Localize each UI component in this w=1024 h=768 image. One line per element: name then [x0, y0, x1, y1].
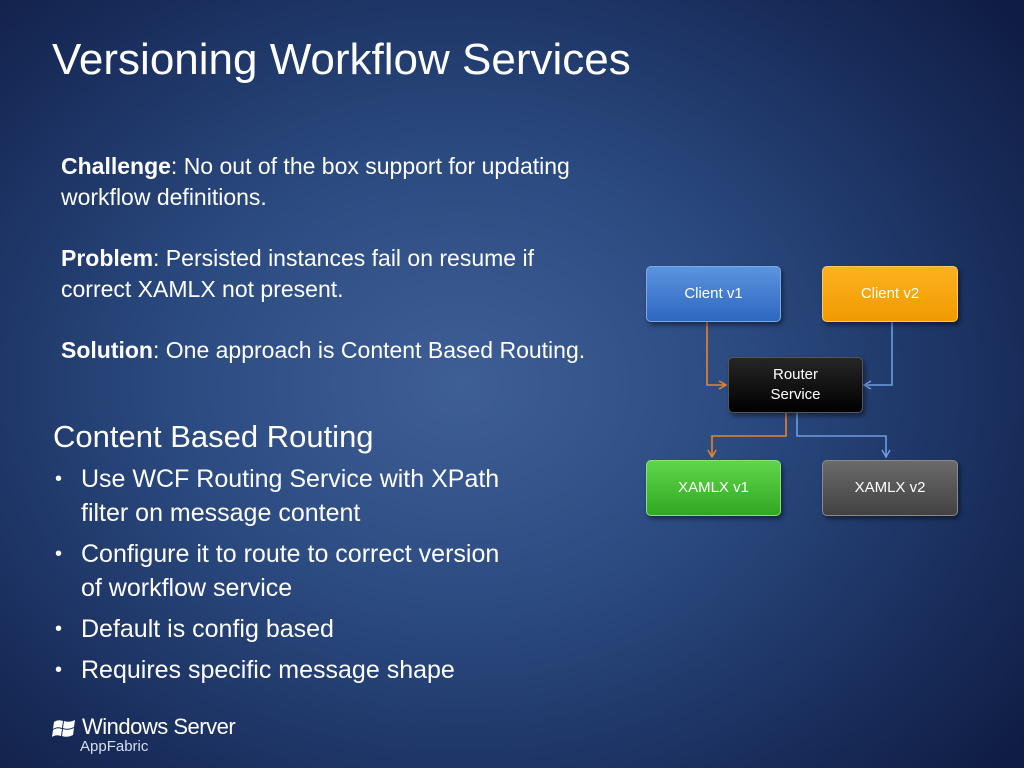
client-v1-label: Client v1	[684, 285, 743, 302]
xamlx-v2-label: XAMLX v2	[854, 479, 926, 496]
xamlx-v1-box: XAMLX v1	[646, 460, 781, 516]
client-v2-box: Client v2	[822, 266, 958, 322]
router-service-label: Router Service	[770, 366, 821, 403]
arrow-client-v1-router	[702, 308, 728, 390]
slide-title: Versioning Workflow Services	[52, 35, 631, 84]
arrow-router-xamlx-v1	[707, 405, 791, 459]
bullet-text: Use WCF Routing Service with XPath filte…	[81, 465, 500, 527]
bullet-item: • Default is config based	[53, 612, 523, 646]
challenge-text: : No out of the box support for updating…	[61, 153, 570, 210]
challenge-paragraph: Challenge: No out of the box support for…	[61, 151, 601, 213]
bullet-glyph: •	[55, 543, 63, 565]
bullet-list: • Use WCF Routing Service with XPath filt…	[53, 462, 523, 694]
router-service-box: Router Service	[728, 357, 863, 413]
problem-paragraph: Problem: Persisted instances fail on res…	[61, 243, 601, 305]
xamlx-v2-box: XAMLX v2	[822, 460, 958, 516]
bullet-glyph: •	[55, 618, 63, 640]
bullet-glyph: •	[55, 659, 63, 681]
solution-text: : One approach is Content Based Routing.	[152, 337, 586, 363]
client-v2-label: Client v2	[860, 285, 920, 302]
xamlx-v1-label: XAMLX v1	[678, 479, 749, 496]
logo-sub: AppFabric	[80, 738, 149, 755]
solution-paragraph: Solution: One approach is Content Based …	[61, 335, 601, 366]
bullet-text: Default is config based	[81, 615, 334, 643]
windows-flag-icon	[52, 720, 75, 737]
arrow-client-v2-router	[862, 308, 897, 390]
bullet-glyph: •	[55, 468, 63, 490]
problem-text: : Persisted instances fail on resume if …	[61, 245, 534, 302]
bullet-item: • Use WCF Routing Service with XPath filt…	[53, 462, 523, 530]
subheading: Content Based Routing	[53, 419, 374, 454]
solution-label: Solution	[61, 337, 153, 363]
client-v1-box: Client v1	[646, 266, 781, 322]
bullet-item: • Configure it to route to correct versio…	[53, 537, 523, 605]
arrow-router-xamlx-v2	[792, 405, 891, 459]
challenge-label: Challenge	[61, 153, 171, 179]
bullet-text: Requires specific message shape	[81, 656, 455, 684]
problem-label: Problem	[61, 245, 154, 271]
bullet-text: Configure it to route to correct version…	[81, 540, 500, 602]
bullet-item: • Requires specific message shape	[53, 653, 523, 687]
logo-name: Windows Server	[82, 714, 236, 739]
